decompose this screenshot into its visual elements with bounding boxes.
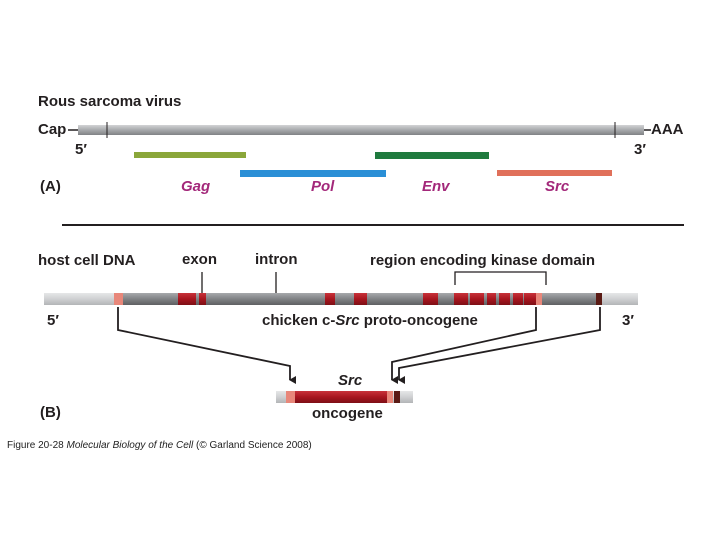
host-3prime-label: 3′ bbox=[622, 312, 634, 329]
src-viral-bar bbox=[497, 170, 612, 176]
kinase-exon-4 bbox=[499, 293, 510, 305]
viral-5prime-label: 5′ bbox=[75, 141, 87, 158]
viral-3prime-label: 3′ bbox=[634, 141, 646, 158]
caption-suffix: (© Garland Science 2008) bbox=[193, 440, 312, 451]
proto-label-gene: Src bbox=[335, 312, 360, 329]
oncogene-name: Src bbox=[338, 372, 363, 389]
viral-genome-bar bbox=[78, 125, 644, 135]
env-bar bbox=[375, 152, 489, 159]
splice-line-left bbox=[117, 307, 296, 384]
host-dna-label: host cell DNA bbox=[38, 252, 136, 269]
oncogene-dark-end bbox=[394, 391, 400, 403]
figure-caption: Figure 20-28 Molecular Biology of the Ce… bbox=[7, 440, 312, 451]
exon-label: exon bbox=[182, 251, 218, 268]
kinase-exon-2 bbox=[470, 293, 484, 305]
kinase-bracket bbox=[454, 271, 547, 285]
kinase-end-pink bbox=[536, 293, 542, 305]
oncogene-red-body bbox=[295, 391, 387, 403]
src-viral-label: Src bbox=[545, 178, 570, 195]
cap-label: Cap bbox=[38, 121, 67, 138]
exon-terminal bbox=[596, 293, 602, 305]
exon-4 bbox=[354, 293, 367, 305]
oncogene-pink-right bbox=[387, 391, 393, 403]
gag-label: Gag bbox=[181, 178, 211, 195]
utr-5-segment bbox=[114, 293, 123, 305]
kinase-exon-1 bbox=[454, 293, 468, 305]
exon-1 bbox=[178, 293, 196, 305]
kinase-exon-6 bbox=[524, 293, 536, 305]
env-label: Env bbox=[422, 178, 450, 195]
splice-line-kinase bbox=[391, 307, 537, 384]
proto-oncogene-label: chicken c-Src proto-oncogene bbox=[262, 312, 478, 329]
intron-label: intron bbox=[255, 251, 298, 268]
pol-bar bbox=[240, 170, 386, 177]
pol-label: Pol bbox=[311, 178, 335, 195]
virus-title: Rous sarcoma virus bbox=[38, 93, 182, 110]
polya-label: AAA bbox=[651, 121, 684, 138]
gag-bar bbox=[134, 152, 246, 158]
exon-5 bbox=[423, 293, 438, 305]
oncogene-pink-left bbox=[286, 391, 295, 403]
panel-b-label: (B) bbox=[40, 404, 61, 421]
host-5prime-label: 5′ bbox=[47, 312, 59, 329]
exon-2 bbox=[199, 293, 206, 305]
proto-label-prefix: chicken c- bbox=[262, 312, 336, 329]
splice-line-right bbox=[398, 307, 601, 384]
caption-book: Molecular Biology of the Cell bbox=[66, 440, 194, 451]
exon-3 bbox=[325, 293, 335, 305]
kinase-domain-label: region encoding kinase domain bbox=[370, 252, 596, 269]
kinase-exon-3 bbox=[487, 293, 496, 305]
panel-a-label: (A) bbox=[40, 178, 61, 195]
kinase-exon-5 bbox=[513, 293, 523, 305]
proto-label-suffix: proto-oncogene bbox=[359, 312, 478, 329]
oncogene-label: oncogene bbox=[312, 405, 383, 422]
caption-prefix: Figure 20-28 bbox=[7, 440, 67, 451]
